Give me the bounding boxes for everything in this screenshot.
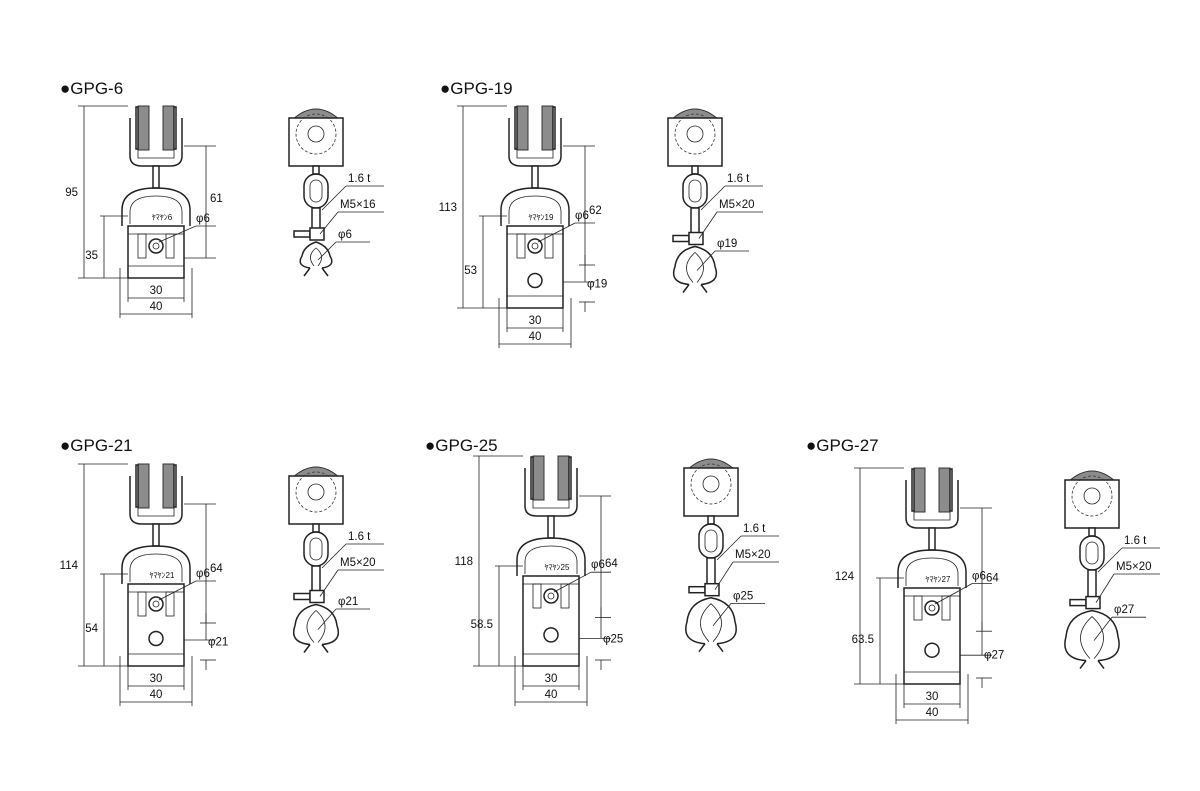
dim-lower: 58.5	[471, 619, 493, 631]
dim-outer-width: 40	[150, 301, 163, 313]
engraved-label: ﾔﾏﾔﾝ6	[152, 213, 173, 222]
model-title: ●GPG-27	[806, 436, 879, 455]
side-callouts: 1.6 t M5×20 φ19	[696, 173, 763, 271]
dim-hole-dia: φ6	[972, 571, 986, 583]
dim-inner-width: 30	[529, 315, 542, 327]
dim-inner-width: 30	[545, 673, 558, 685]
model-title: ●GPG-21	[60, 436, 133, 455]
side-view	[288, 466, 344, 653]
side-thickness: 1.6 t	[727, 173, 750, 185]
dim-outer-width: 40	[545, 689, 558, 701]
engraved-label: ﾔﾏﾔﾝ21	[150, 571, 175, 580]
dim-pipe-dia: φ27	[984, 650, 1004, 662]
dim-upper: 61	[210, 193, 223, 205]
dim-height: 113	[439, 202, 457, 214]
model-4-drawing: ●GPG-25 ﾔﾏﾔﾝ25 118 58.5 64 30 40 φ6 φ25 1.6 t M5×2…	[425, 436, 779, 706]
dim-upper: 64	[986, 573, 999, 585]
dimensions: 95 35 61 30 40 φ6	[65, 105, 223, 318]
front-view: ﾔﾏﾔﾝ25	[516, 455, 586, 667]
dim-upper: 64	[210, 563, 223, 575]
side-bolt-size: M5×20	[340, 557, 375, 569]
dimensions: 124 63.5 64 30 40 φ6 φ27	[835, 467, 1004, 724]
dim-height: 95	[65, 187, 78, 199]
side-ring-dia: φ19	[717, 238, 737, 250]
dim-pipe-dia: φ21	[208, 637, 228, 649]
side-bolt-size: M5×20	[1116, 561, 1151, 573]
dim-inner-width: 30	[926, 691, 939, 703]
model-title: ●GPG-19	[440, 79, 513, 98]
model-title: ●GPG-6	[60, 79, 123, 98]
side-bolt-size: M5×16	[340, 199, 375, 211]
engraved-label: ﾔﾏﾔﾝ27	[926, 575, 951, 584]
side-thickness: 1.6 t	[348, 173, 371, 185]
side-view	[683, 458, 739, 653]
dim-inner-width: 30	[150, 285, 163, 297]
dim-inner-width: 30	[150, 673, 163, 685]
dim-upper: 62	[589, 205, 602, 217]
dim-outer-width: 40	[150, 689, 163, 701]
dim-height: 114	[60, 560, 79, 572]
side-ring-dia: φ6	[338, 229, 352, 241]
front-view: ﾔﾏﾔﾝ6	[121, 105, 191, 279]
front-view: ﾔﾏﾔﾝ19	[500, 105, 570, 309]
dim-outer-width: 40	[926, 707, 939, 719]
dimensions: 113 53 62 30 40 φ6 φ19	[439, 105, 607, 348]
dim-lower: 54	[85, 623, 98, 635]
dim-height: 118	[455, 556, 473, 568]
dim-pipe-dia: φ19	[587, 279, 607, 291]
model-1-drawing: ●GPG-6 ﾔﾏﾔﾝ6 95 35 61 30 40 φ6 1.6 t M5×16 φ6	[60, 79, 384, 318]
dimensions: 118 58.5 64 30 40 φ6 φ25	[455, 455, 623, 706]
dim-upper: 64	[605, 558, 618, 570]
dim-hole-dia: φ6	[196, 213, 210, 225]
side-callouts: 1.6 t M5×16 φ6	[317, 173, 384, 261]
dim-hole-dia: φ6	[575, 210, 589, 222]
dim-height: 124	[835, 571, 855, 583]
dim-outer-width: 40	[529, 331, 542, 343]
dim-hole-dia: φ6	[591, 559, 605, 571]
front-view: ﾔﾏﾔﾝ27	[897, 467, 967, 685]
dim-lower: 53	[464, 265, 477, 277]
side-callouts: 1.6 t M5×20 φ25	[712, 523, 779, 626]
side-bolt-size: M5×20	[735, 549, 770, 561]
model-5-drawing: ●GPG-27 ﾔﾏﾔﾝ27 124 63.5 64 30 40 φ6 φ27 1.6 t M5×2…	[806, 436, 1160, 724]
side-view	[1064, 470, 1120, 670]
side-ring-dia: φ25	[733, 590, 753, 602]
model-title: ●GPG-25	[425, 436, 498, 455]
model-2-drawing: ●GPG-19 ﾔﾏﾔﾝ19 113 53 62 30 40 φ6 φ19 1.6 t M5×20 φ…	[439, 79, 763, 348]
side-view	[288, 108, 344, 277]
side-callouts: 1.6 t M5×20 φ21	[317, 531, 384, 630]
side-thickness: 1.6 t	[1124, 535, 1147, 547]
side-ring-dia: φ27	[1114, 604, 1134, 616]
dimensions: 114 54 64 30 40 φ6 φ21	[60, 463, 228, 706]
side-thickness: 1.6 t	[743, 523, 766, 535]
front-view: ﾔﾏﾔﾝ21	[121, 463, 191, 667]
side-view	[667, 108, 723, 293]
dim-hole-dia: φ6	[196, 568, 210, 580]
side-ring-dia: φ21	[338, 596, 358, 608]
side-thickness: 1.6 t	[348, 531, 371, 543]
dim-lower: 63.5	[852, 634, 874, 646]
engraved-label: ﾔﾏﾔﾝ19	[529, 213, 554, 222]
dim-lower: 35	[85, 250, 98, 262]
model-3-drawing: ●GPG-21 ﾔﾏﾔﾝ21 114 54 64 30 40 φ6 φ21 1.6 t M5×20 φ…	[60, 436, 384, 706]
side-bolt-size: M5×20	[719, 199, 754, 211]
side-callouts: 1.6 t M5×20 φ27	[1093, 535, 1160, 641]
dim-pipe-dia: φ25	[603, 634, 623, 646]
engraved-label: ﾔﾏﾔﾝ25	[545, 563, 570, 572]
